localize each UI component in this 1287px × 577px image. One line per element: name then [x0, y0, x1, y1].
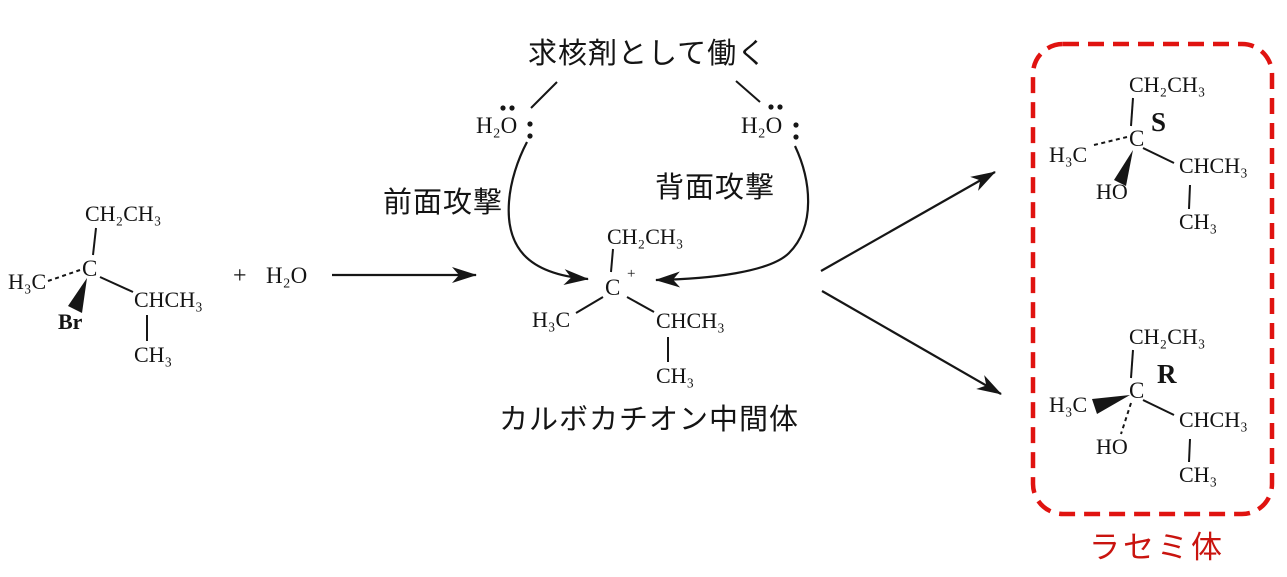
lone-pair-icon-back — [768, 104, 799, 140]
front-attack-label: 前面攻撃 — [383, 187, 504, 219]
product-r-bottom-group: CH₃ — [1179, 462, 1218, 487]
reactant-top-group: CH₂CH₃ — [85, 201, 162, 226]
product-s-stereocenter: C — [1129, 126, 1145, 151]
carbocation-left-group: H₃C — [532, 307, 571, 332]
product-s-bonds — [1093, 97, 1191, 210]
carbocation-center: C — [605, 275, 621, 300]
bond-bottom — [1188, 184, 1191, 210]
reactant-bottom-group: CH₃ — [134, 342, 173, 367]
dashed-bond-icon — [47, 269, 81, 282]
bond-top — [92, 227, 97, 256]
product-r-left-group: H₃C — [1049, 392, 1088, 417]
plus-sign: + — [233, 263, 247, 289]
product-r-right-group: CHCH₃ — [1179, 407, 1248, 432]
dashed-bond-icon — [1120, 402, 1132, 435]
carbocation-label: カルボカチオン中間体 — [499, 404, 800, 436]
reagent-water: H₂O — [266, 263, 308, 288]
bond-top — [1130, 97, 1134, 127]
wedge-bond-icon — [68, 278, 87, 313]
water-back: H₂O — [741, 113, 783, 138]
product-s-right-group: CHCH₃ — [1179, 153, 1248, 178]
note-connector-right — [735, 80, 761, 103]
carbocation-bottom-group: CH₃ — [656, 363, 695, 388]
product-r-config: R — [1157, 359, 1177, 389]
product-s-bottom-group: CH₃ — [1179, 209, 1218, 234]
lone-pair-icon-front — [500, 105, 533, 139]
bond-right — [626, 296, 655, 313]
nucleophile-note: 求核剤として働く — [528, 38, 768, 70]
note-connector-left — [530, 81, 558, 109]
reactant-bonds — [47, 227, 148, 341]
reactant-right-group: CHCH₃ — [134, 287, 203, 312]
wedge-bond-icon — [1092, 395, 1130, 414]
wedge-bond-icon — [1114, 150, 1133, 186]
to-s-product-arrow — [820, 171, 996, 272]
bond-bottom — [1188, 438, 1191, 463]
product-r-bonds — [1092, 349, 1191, 463]
product-r-hydroxyl: HO — [1096, 434, 1128, 459]
bond-right — [1142, 147, 1175, 164]
product-r-stereocenter: C — [1129, 378, 1145, 403]
product-s-hydroxyl: HO — [1096, 179, 1128, 204]
carbocation-charge: + — [627, 266, 636, 282]
bond-left — [575, 296, 604, 314]
reactant-left-group: H₃C — [8, 269, 47, 294]
front-attack-arrow — [507, 141, 589, 286]
bond-top — [1130, 349, 1134, 379]
dashed-bond-icon — [1093, 136, 1128, 146]
to-r-product-arrow — [821, 290, 1002, 395]
carbocation-bonds — [575, 248, 669, 362]
carbocation-top-group: CH₂CH₃ — [607, 224, 684, 249]
carbocation-right-group: CHCH₃ — [656, 308, 725, 333]
product-s-top-group: CH₂CH₃ — [1129, 72, 1206, 97]
back-attack-arrow — [655, 145, 810, 288]
reactant-stereocenter: C — [82, 256, 98, 281]
reactant-leaving-group: Br — [58, 309, 83, 334]
bond-right — [1142, 399, 1175, 416]
product-s-left-group: H₃C — [1049, 142, 1088, 167]
racemic-box — [1030, 41, 1275, 517]
water-front: H₂O — [476, 113, 518, 138]
racemic-label: ラセミ体 — [1089, 530, 1225, 565]
product-s-config: S — [1151, 107, 1167, 137]
back-attack-label: 背面攻撃 — [655, 172, 776, 204]
bond-right — [99, 276, 134, 293]
bond-top — [610, 248, 614, 273]
product-r-top-group: CH₂CH₃ — [1129, 324, 1206, 349]
